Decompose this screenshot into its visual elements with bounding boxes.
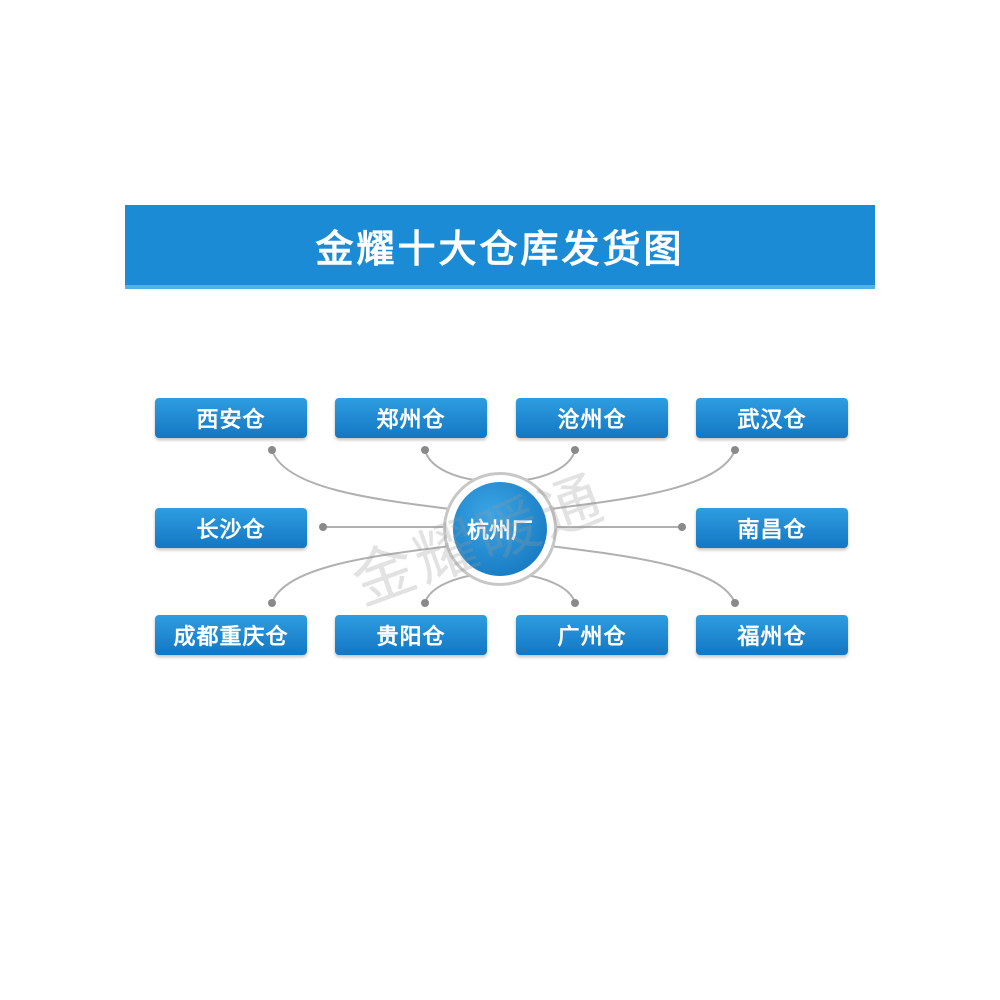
connector-cangzhou (524, 449, 576, 481)
dot-guiyang (421, 599, 429, 607)
dot-xian (268, 446, 276, 454)
page-title: 金耀十大仓库发货图 (315, 226, 685, 271)
warehouse-changsha: 长沙仓 (155, 508, 307, 548)
hub-circle: 杭州厂 (443, 472, 557, 586)
warehouse-fuzhou: 福州仓 (696, 615, 848, 655)
warehouse-nanchang: 南昌仓 (696, 508, 848, 548)
connector-guangzhou (524, 574, 576, 604)
warehouse-cangzhou: 沧州仓 (516, 398, 668, 438)
dot-zhengzhou (421, 446, 429, 454)
warehouse-guiyang: 贵阳仓 (335, 615, 487, 655)
warehouse-chengdu-chongqing: 成都重庆仓 (155, 615, 307, 655)
title-banner: 金耀十大仓库发货图 (125, 205, 875, 289)
warehouse-xian: 西安仓 (155, 398, 307, 438)
hub-label: 杭州厂 (453, 482, 547, 576)
dot-chengdu (268, 599, 276, 607)
dot-guangzhou (571, 599, 579, 607)
warehouse-zhengzhou: 郑州仓 (335, 398, 487, 438)
connector-chengdu (271, 544, 459, 604)
warehouse-guangzhou: 广州仓 (516, 615, 668, 655)
warehouse-wuhan: 武汉仓 (696, 398, 848, 438)
connector-wuhan (541, 449, 736, 511)
dot-fuzhou (731, 599, 739, 607)
dot-changsha (319, 523, 327, 531)
dot-nanchang (678, 523, 686, 531)
connector-xian (271, 449, 459, 511)
dot-wuhan (731, 446, 739, 454)
dot-cangzhou (571, 446, 579, 454)
connector-zhengzhou (424, 449, 476, 481)
connector-fuzhou (541, 544, 736, 604)
